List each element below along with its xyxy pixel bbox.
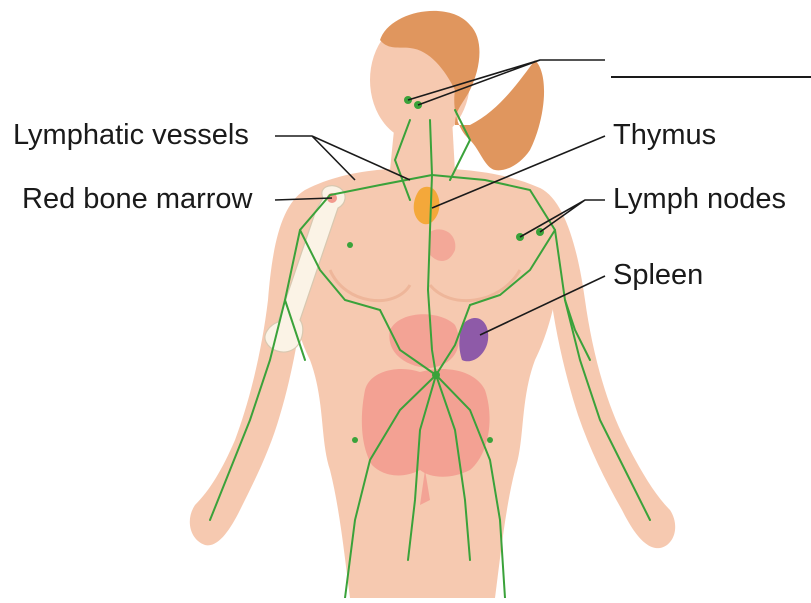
label-lymph-nodes: Lymph nodes [613, 185, 786, 214]
arm-left [190, 190, 305, 545]
label-spleen: Spleen [613, 261, 703, 290]
label-thymus: Thymus [613, 121, 716, 150]
label-blank-answer-line[interactable] [611, 58, 811, 78]
label-red-bone-marrow: Red bone marrow [22, 185, 253, 214]
label-lymphatic-vessels: Lymphatic vessels [13, 121, 249, 150]
arm-right [540, 188, 675, 548]
